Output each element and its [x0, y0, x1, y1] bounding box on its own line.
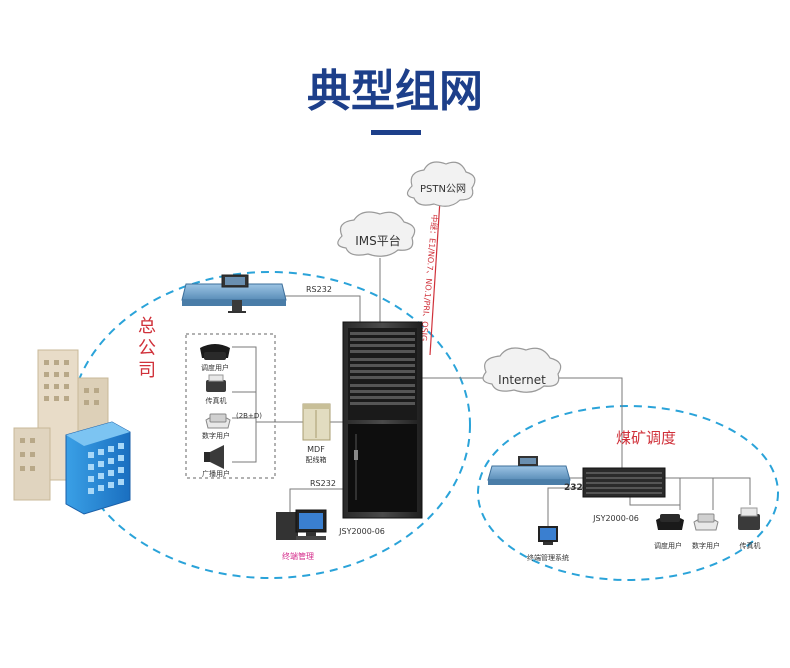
head-office-label-char: 司	[138, 360, 156, 381]
coal-digital-user-label: 数字用户	[692, 541, 720, 550]
connection-lines	[232, 258, 751, 528]
broadcast-speaker-icon	[204, 445, 224, 469]
coal-terminal-pc-icon	[538, 526, 558, 545]
pstn-cloud: PSTN公网	[406, 161, 476, 207]
terminal-pc-icon	[276, 509, 327, 540]
coal-dispatch-user-label: 调度用户	[654, 541, 682, 550]
fax-icon	[206, 374, 226, 392]
coal-mine-label: 煤矿调度	[616, 429, 676, 447]
coal-mine-boundary	[477, 405, 779, 581]
line-count-label: (2B+D)	[236, 412, 262, 420]
coal-dispatch-console-icon	[487, 456, 571, 485]
rack-model-label: JSY2000-06	[338, 527, 385, 536]
coal-switch-model: JSY2000-06	[592, 514, 639, 523]
coal-port-label: 232	[564, 483, 583, 493]
broadcast-user-label: 广播用户	[202, 469, 230, 478]
server-rack-icon	[342, 321, 423, 519]
head-office-label-text: 总公司	[138, 316, 156, 381]
digital-user-label: 数字用户	[202, 431, 230, 440]
coal-fax-icon	[738, 507, 760, 530]
dispatch-user-label: 调度用户	[201, 363, 229, 372]
terminal-mgmt-label: 终端管理	[282, 551, 314, 561]
internet-label: Internet	[498, 373, 546, 387]
pstn-label: PSTN公网	[420, 183, 466, 195]
ims-label: IMS平台	[355, 233, 401, 248]
coal-fax-label: 传真机	[740, 541, 761, 550]
rs232-bottom-label: RS232	[310, 479, 336, 488]
coal-terminal-system-label: 终端管理系统	[527, 553, 569, 562]
internet-cloud: Internet	[482, 347, 562, 393]
phone-group-box	[185, 333, 276, 479]
dispatch-phone-icon	[200, 344, 230, 360]
head-office-label-char: 总	[138, 316, 156, 337]
head-office-label: 总公司	[138, 316, 156, 381]
title-underline	[371, 130, 421, 135]
coal-dispatch-phone-icon	[656, 514, 684, 530]
mdf-sub-label: 配线箱	[306, 455, 327, 464]
digital-phone-icon	[205, 413, 231, 429]
head-office-label-char: 公	[138, 338, 156, 359]
coal-digital-phone-icon	[693, 513, 719, 531]
coal-switch-icon	[582, 467, 666, 498]
fax-label: 传真机	[206, 396, 227, 405]
page-title: 典型组网	[307, 66, 483, 117]
headquarters-building-icon	[13, 349, 131, 515]
rs232-top-label: RS232	[306, 285, 332, 294]
dispatch-console-icon	[181, 274, 287, 313]
head-office-boundary	[69, 271, 471, 579]
ims-cloud: IMS平台	[337, 211, 416, 257]
trunk-line	[429, 199, 441, 356]
mdf-label: MDF	[307, 445, 325, 454]
mdf-box-icon	[302, 403, 331, 441]
